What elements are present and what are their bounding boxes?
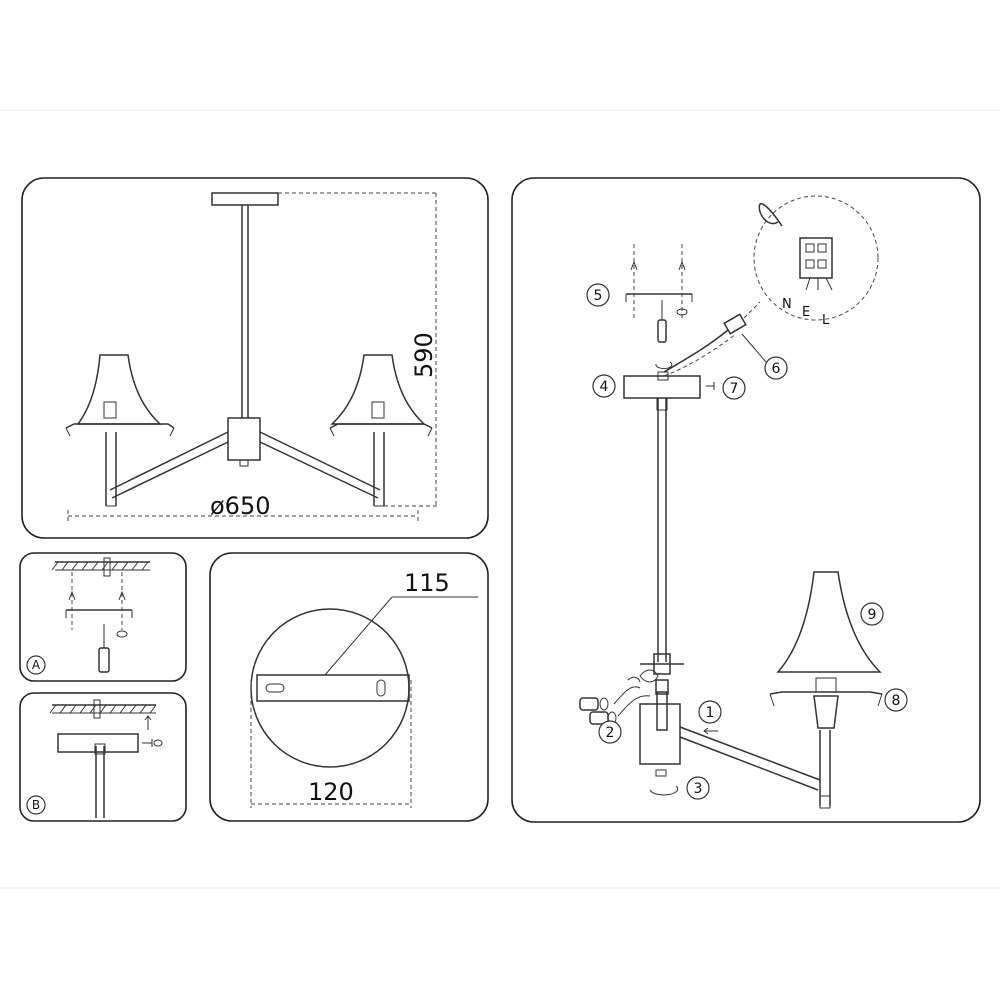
step-4-label: 4 [600, 379, 609, 395]
overview-panel [21, 177, 489, 539]
step-2-label: 2 [606, 725, 615, 741]
step-3-label: 3 [694, 781, 703, 797]
canopy-detail-panel [209, 552, 489, 822]
mount-step-a-panel [19, 552, 187, 682]
step-6-label: 6 [772, 361, 781, 377]
step-7-label: 7 [730, 381, 739, 397]
step-1-badge [698, 700, 722, 724]
step-b-label: B [32, 798, 40, 812]
wire-live-label: L [822, 313, 831, 328]
step-2-badge [598, 720, 622, 744]
step-5-badge [586, 283, 610, 307]
canopy-width-dimension-label: 120 [308, 778, 354, 806]
step-1-label: 1 [706, 705, 715, 721]
step-a-badge [26, 655, 46, 675]
step-9-badge [860, 602, 884, 626]
wire-earth-label: E [802, 305, 812, 320]
wire-neutral-label: N [782, 297, 794, 312]
step-7-badge [722, 376, 746, 400]
step-5-label: 5 [594, 288, 603, 304]
assembly-panel [511, 177, 981, 823]
step-a-label: A [32, 658, 41, 672]
diameter-dimension-label: ø650 [210, 492, 271, 520]
step-4-badge [592, 374, 616, 398]
height-dimension-label: 590 [410, 332, 438, 378]
mount-step-b-panel [19, 692, 187, 822]
step-6-badge [764, 356, 788, 380]
step-9-label: 9 [868, 607, 877, 623]
step-8-badge [884, 688, 908, 712]
lamp-holder-parts [579, 676, 651, 725]
step-b-badge [26, 795, 46, 815]
step-8-label: 8 [892, 693, 901, 709]
step-3-badge [686, 776, 710, 800]
canopy-top-dimension-label: 115 [404, 569, 450, 597]
step-badges: 1 2 3 4 5 6 7 8 9 [586, 283, 908, 800]
